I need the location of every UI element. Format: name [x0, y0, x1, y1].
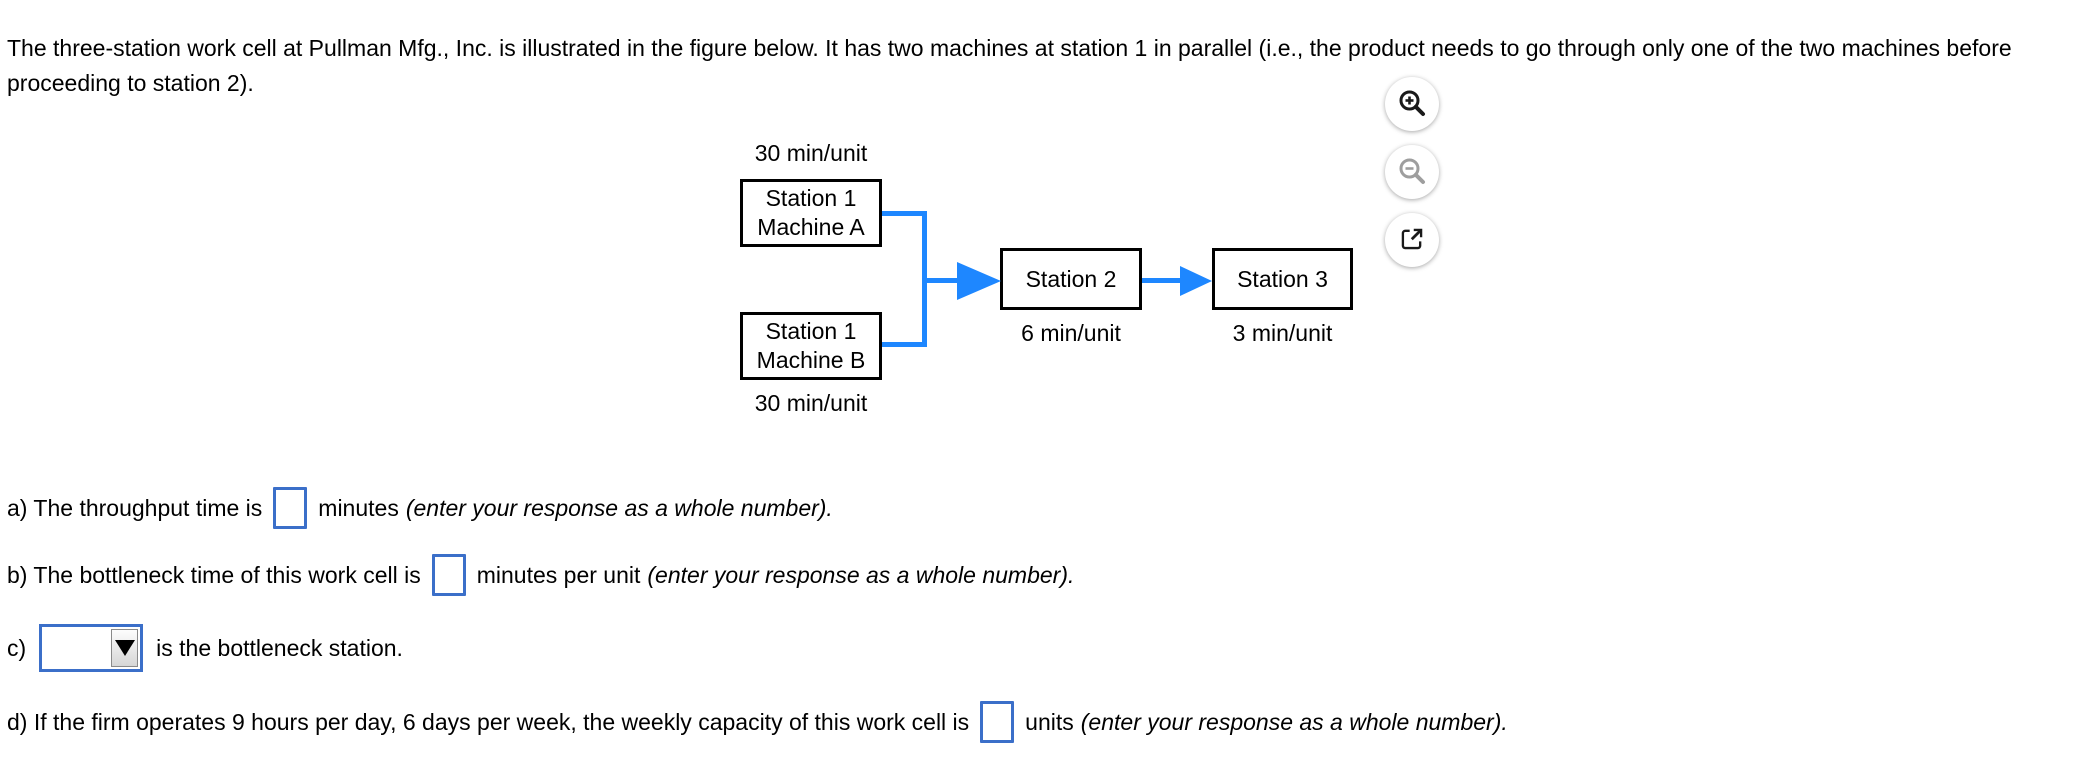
machine-b-rate-label: 30 min/unit — [754, 390, 868, 416]
bottleneck-station-select[interactable] — [39, 624, 144, 672]
connector-to-station2 — [925, 278, 959, 283]
question-b-row: b) The bottleneck time of this work cell… — [7, 553, 1074, 597]
station1-machine-a-line2: Machine A — [757, 214, 865, 240]
connector-merge-line — [922, 211, 927, 347]
problem-statement: The three-station work cell at Pullman M… — [7, 35, 2012, 96]
station2-box: Station 2 — [1000, 248, 1142, 310]
arrowhead-to-station3 — [1180, 266, 1212, 296]
work-cell-figure: 30 min/unit Station 1 Machine A Station … — [740, 77, 1439, 416]
question-a-text: a) The throughput time is — [7, 494, 263, 521]
question-b-unit: minutes per unit — [476, 561, 641, 588]
station1-machine-b-line2: Machine B — [756, 347, 866, 373]
station1-machine-b-line1: Station 1 — [765, 318, 857, 344]
zoom-out-icon — [1396, 155, 1428, 190]
zoom-in-icon — [1396, 87, 1428, 122]
zoom-in-button[interactable] — [1385, 77, 1439, 131]
station2-label: Station 2 — [1025, 265, 1117, 292]
question-d-answer-input[interactable] — [980, 701, 1015, 743]
connector-machine-b — [882, 342, 927, 347]
connector-machine-a — [882, 211, 927, 216]
question-b-answer-input[interactable] — [431, 554, 466, 596]
question-c-row: c) is the bottleneck station. — [7, 622, 403, 674]
open-in-new-window-icon — [1398, 225, 1426, 256]
question-a-note: (enter your response as a whole number). — [405, 494, 833, 521]
station1-machine-a-box: Station 1 Machine A — [740, 179, 882, 247]
station3-box: Station 3 — [1212, 248, 1353, 310]
zoom-out-button[interactable] — [1385, 145, 1439, 199]
question-a-unit: minutes — [318, 494, 399, 521]
question-b-note: (enter your response as a whole number). — [647, 561, 1075, 588]
machine-a-rate-label: 30 min/unit — [754, 140, 868, 166]
question-c-suffix: is the bottleneck station. — [156, 634, 403, 661]
question-d-row: d) If the firm operates 9 hours per day,… — [7, 700, 1508, 744]
question-d-unit: units — [1025, 708, 1074, 735]
question-b-text: b) The bottleneck time of this work cell… — [7, 561, 421, 588]
chevron-down-icon — [114, 640, 135, 656]
question-a-answer-input[interactable] — [273, 487, 308, 529]
station1-machine-b-box: Station 1 Machine B — [740, 312, 882, 380]
question-c-text: c) — [7, 634, 27, 661]
open-in-new-window-button[interactable] — [1385, 213, 1439, 267]
connector-station2-to-station3 — [1142, 278, 1182, 283]
question-a-row: a) The throughput time is minutes (enter… — [7, 486, 833, 530]
arrowhead-to-station2 — [957, 262, 1001, 300]
question-d-text: d) If the firm operates 9 hours per day,… — [7, 708, 970, 735]
station2-rate-label: 6 min/unit — [1021, 320, 1121, 346]
station3-label: Station 3 — [1237, 265, 1328, 292]
station3-rate-label: 3 min/unit — [1232, 320, 1333, 346]
dropdown-arrow-button[interactable] — [111, 629, 139, 667]
question-d-note: (enter your response as a whole number). — [1080, 708, 1508, 735]
station1-machine-a-line1: Station 1 — [765, 185, 857, 211]
